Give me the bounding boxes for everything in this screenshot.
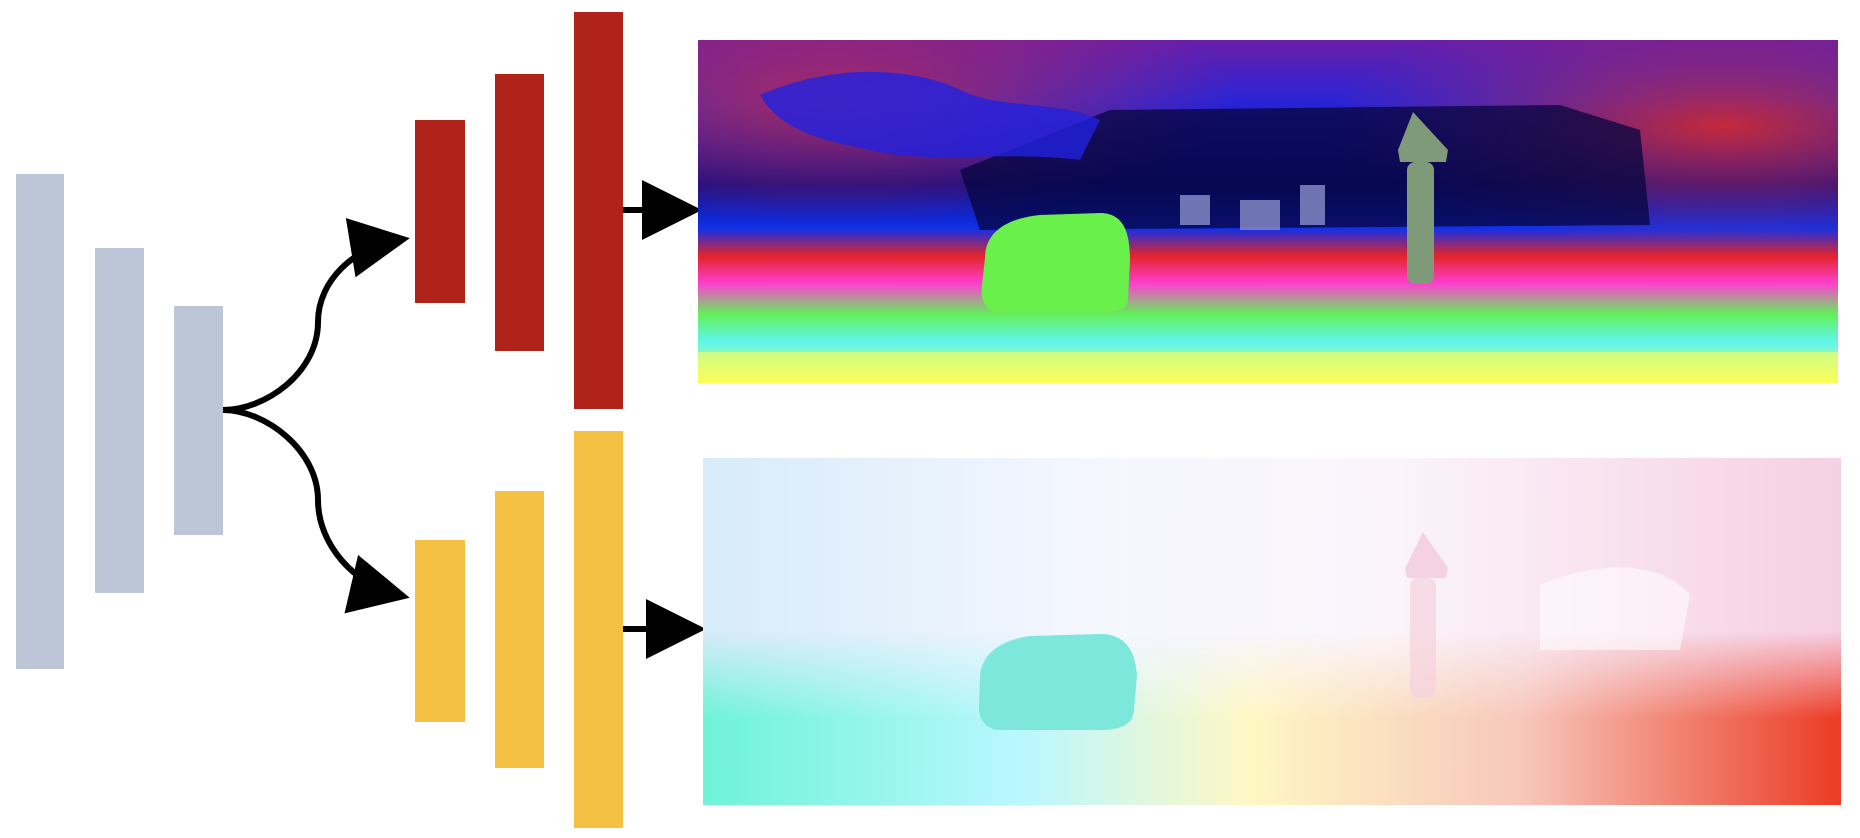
encoder-layer-3	[174, 306, 223, 535]
decoder-bottom-layer-3	[574, 431, 623, 828]
encoder-layer-2	[95, 248, 144, 593]
branch-arrows	[222, 218, 410, 614]
output-arrows	[623, 180, 706, 659]
decoder-bottom-layer-1	[415, 540, 465, 722]
branch-arrow-icon	[222, 218, 410, 413]
encoder	[16, 174, 223, 669]
decoder-bottom-layer-2	[495, 491, 544, 768]
depth-map-output	[698, 40, 1838, 383]
decoder-top-layer-1	[415, 120, 465, 303]
decoder-top-layer-2	[495, 74, 544, 351]
decoder-top-layer-3	[574, 12, 623, 409]
encoder-layer-1	[16, 174, 64, 669]
branch-arrow-icon	[222, 407, 410, 614]
surface-normal-output	[703, 458, 1841, 805]
decoder-top	[415, 12, 623, 409]
decoder-bottom	[415, 431, 623, 828]
